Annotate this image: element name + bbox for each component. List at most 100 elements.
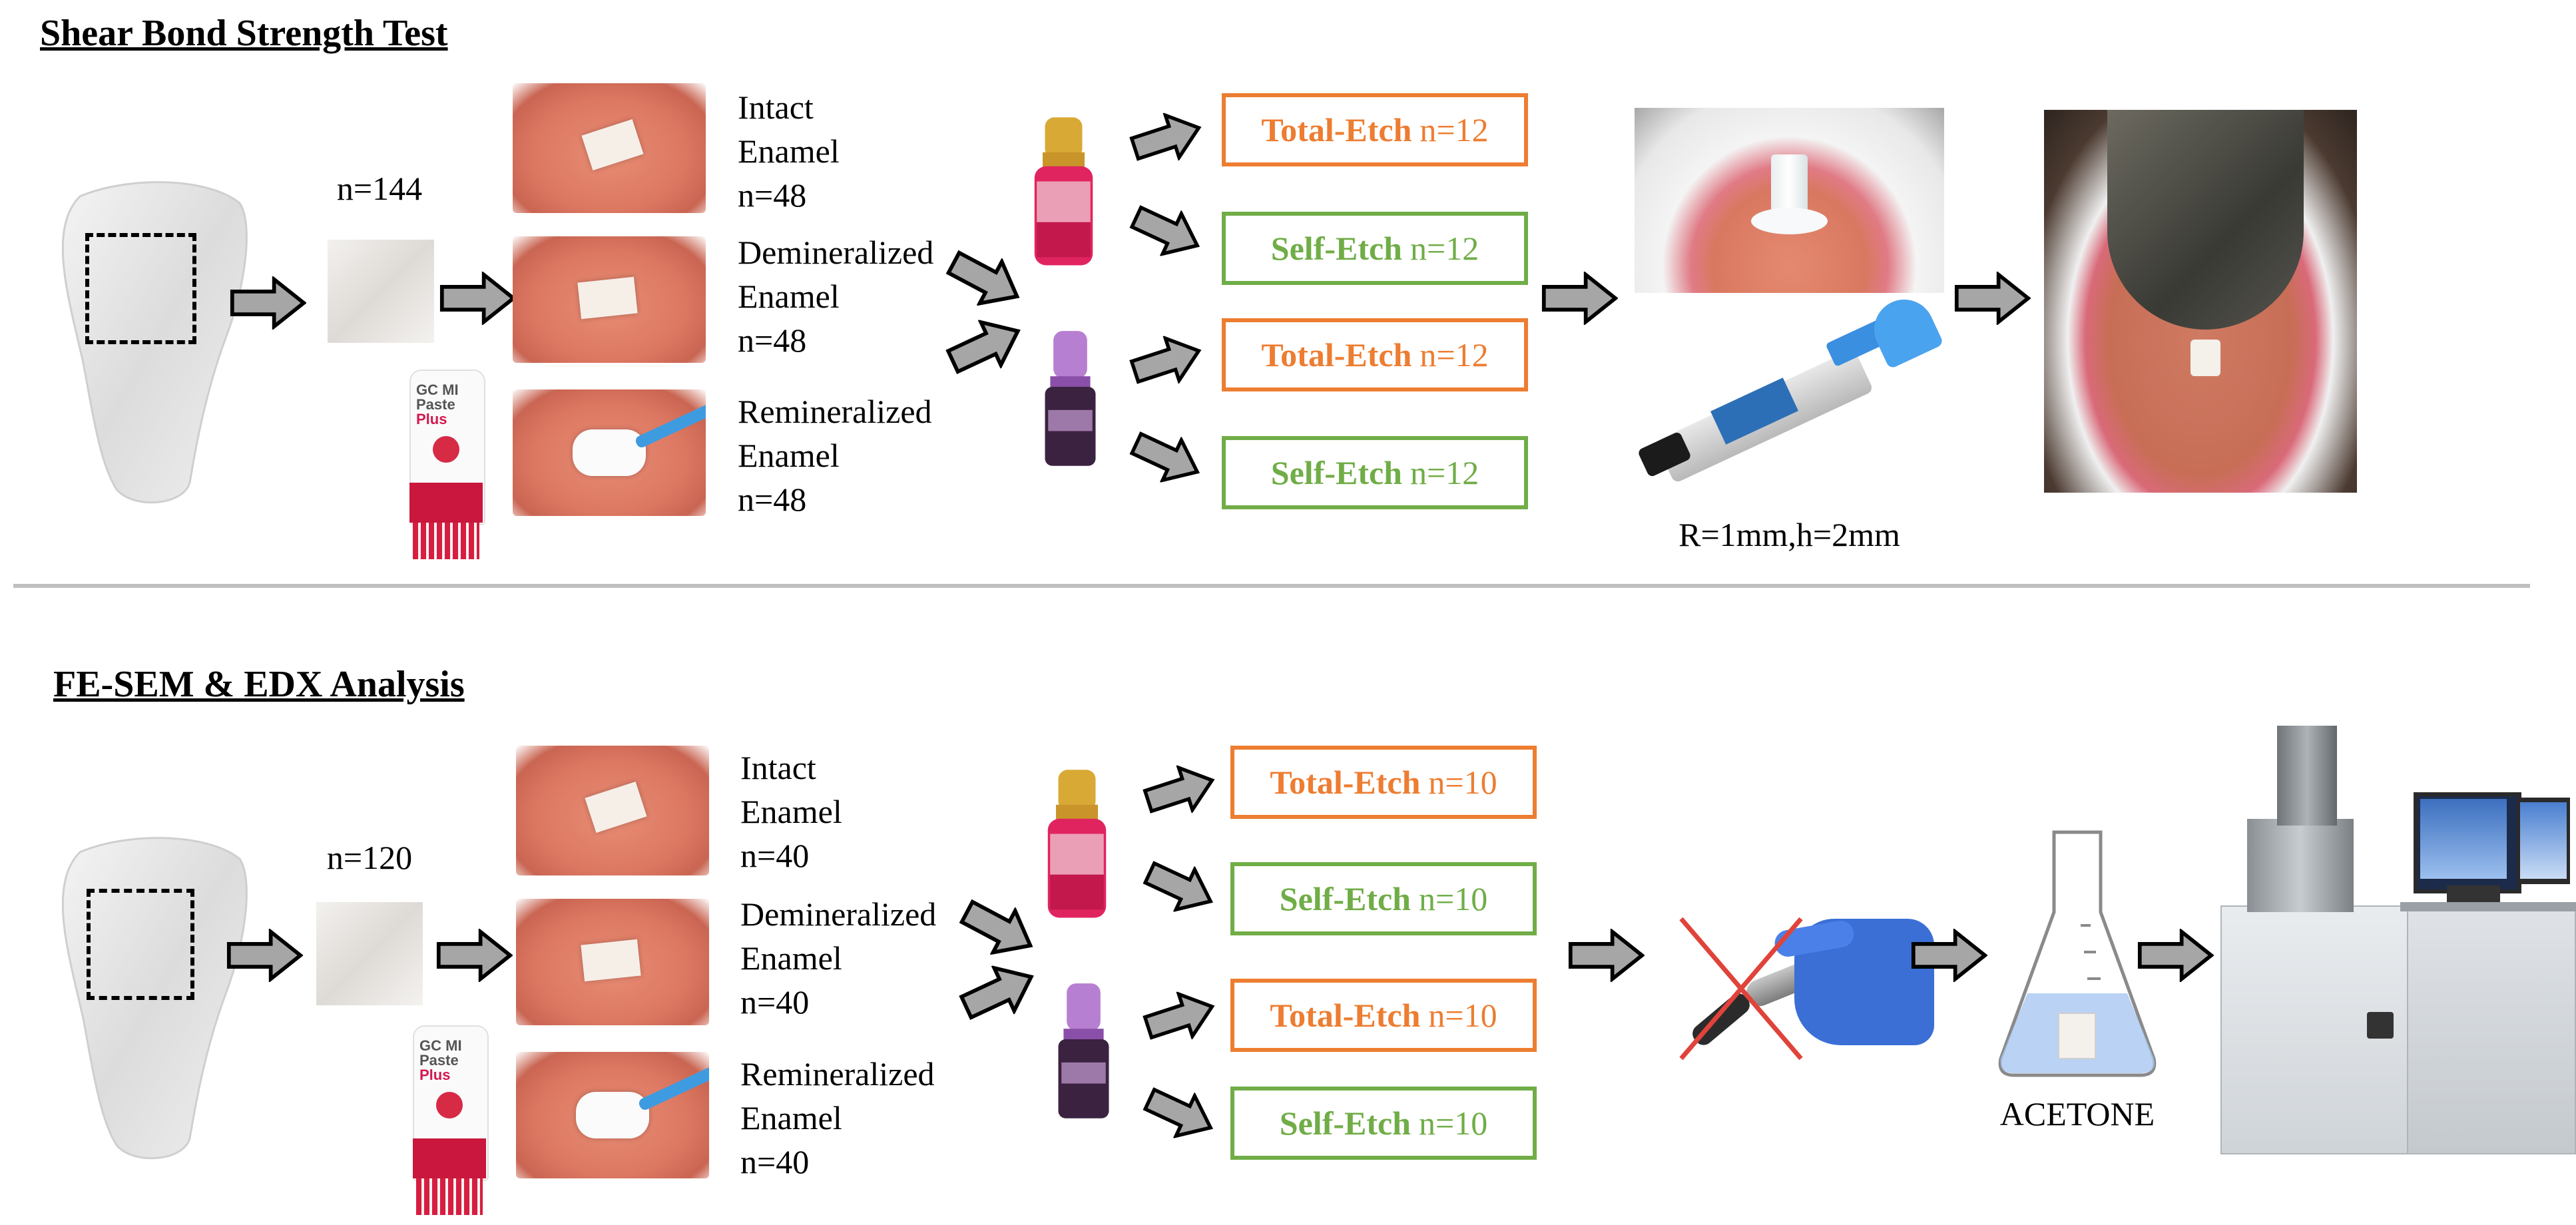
group-name: Intact <box>740 749 816 786</box>
remineralized-enamel-photo <box>516 1052 709 1178</box>
flow-arrow <box>230 276 306 330</box>
flow-arrow <box>951 951 1047 1033</box>
box-count: n=12 <box>1419 111 1489 148</box>
section-divider <box>13 584 2530 588</box>
flow-arrow <box>1136 981 1224 1053</box>
tube-variant-text: Plus <box>416 411 447 427</box>
box-count: n=10 <box>1419 880 1488 917</box>
demineralized-enamel-photo <box>516 899 709 1025</box>
group-count: n=48 <box>738 481 807 518</box>
remineralized-enamel-photo <box>513 389 706 516</box>
box-label: Self-Etch <box>1279 880 1411 917</box>
composite-cylinder-photo <box>1635 108 1944 294</box>
group-type: Enamel <box>738 132 840 170</box>
remineralized-enamel-label: Remineralized Enamel n=48 <box>738 389 932 521</box>
flow-arrow <box>937 238 1033 322</box>
flow-arrow <box>1568 929 1645 982</box>
tube-product-text: Paste <box>419 1052 459 1069</box>
flow-arrow <box>1123 326 1211 397</box>
flow-arrow <box>951 887 1047 971</box>
flow-arrow <box>436 929 513 982</box>
flow-arrow <box>1122 192 1212 270</box>
flow-arrow <box>1911 929 1987 982</box>
group-type: Enamel <box>740 793 842 830</box>
total-count: n=120 <box>326 839 413 876</box>
flow-arrow <box>1136 755 1224 826</box>
flow-arrow <box>1541 272 1618 325</box>
group-count: n=40 <box>740 1143 810 1180</box>
demineralized-enamel-photo <box>513 236 706 363</box>
box-count: n=10 <box>1428 764 1497 801</box>
box-label: Total-Etch <box>1270 997 1421 1034</box>
flow-arrow <box>226 929 303 982</box>
paste-tube-image: GC MI Paste Plus <box>409 369 485 563</box>
box-count: n=10 <box>1419 1104 1488 1142</box>
section2-title: FE-SEM & EDX Analysis <box>53 664 465 705</box>
intact-enamel-label: Intact Enamel n=40 <box>740 746 842 877</box>
group-type: Enamel <box>740 1099 842 1136</box>
intact-enamel-photo <box>516 746 709 875</box>
composite-syringe-photo <box>1635 293 1944 486</box>
specimen-dimension-label: R=1mm,h=2mm <box>1678 516 1900 553</box>
box-label: Self-Etch <box>1270 454 1402 491</box>
flow-arrow <box>1123 103 1211 174</box>
flow-arrow <box>1135 848 1226 926</box>
group-type: Enamel <box>738 278 840 315</box>
enamel-block-image <box>328 240 434 343</box>
box-count: n=12 <box>1410 230 1479 267</box>
flow-arrow <box>1954 272 2031 325</box>
no-light-curing-illustration <box>1661 832 1941 1165</box>
box-count: n=10 <box>1428 997 1497 1034</box>
total-etch-adhesive-bottle <box>1029 113 1099 273</box>
flow-arrow <box>2137 929 2214 982</box>
tube-brand-text: GC MI <box>419 1037 462 1054</box>
acetone-label: ACETONE <box>1999 1095 2155 1132</box>
flow-arrow <box>1135 1075 1226 1152</box>
box-count: n=12 <box>1410 454 1479 491</box>
group-type: Enamel <box>740 939 842 977</box>
box-label: Total-Etch <box>1261 336 1412 373</box>
remineralized-enamel-label: Remineralized Enamel n=40 <box>740 1052 935 1184</box>
shear-test-photo <box>2044 110 2357 493</box>
group-count: n=40 <box>740 983 810 1021</box>
demineralized-enamel-label: Demineralized Enamel n=48 <box>738 230 933 362</box>
flow-arrow <box>1122 419 1212 497</box>
box-label: Total-Etch <box>1270 764 1421 801</box>
acetone-flask-image <box>1998 830 2157 1077</box>
group-count: n=40 <box>740 837 810 874</box>
group-count: n=48 <box>738 322 807 359</box>
intact-enamel-photo <box>513 83 706 213</box>
demineralized-enamel-label: Demineralized Enamel n=40 <box>740 892 936 1024</box>
group-name: Demineralized <box>738 234 934 271</box>
total-etch-adhesive-bottle <box>1042 766 1112 925</box>
cut-region-outline <box>85 233 196 344</box>
tube-product-text: Paste <box>416 396 455 413</box>
group-name: Remineralized <box>740 1055 935 1093</box>
group-count: n=48 <box>738 176 807 214</box>
tube-brand-text: GC MI <box>416 381 459 398</box>
enamel-block-image <box>316 902 423 1005</box>
total-count: n=144 <box>336 170 423 207</box>
cut-region-outline <box>87 889 194 1000</box>
fe-sem-instrument-image <box>2220 719 2576 1154</box>
section1-title: Shear Bond Strength Test <box>40 13 448 54</box>
self-etch-adhesive-bottle <box>1052 975 1115 1128</box>
group-type: Enamel <box>738 437 840 474</box>
group-name: Intact <box>738 89 814 126</box>
tube-variant-text: Plus <box>419 1067 451 1083</box>
flow-arrow <box>938 305 1033 387</box>
box-label: Self-Etch <box>1279 1104 1411 1142</box>
intact-enamel-label: Intact Enamel n=48 <box>738 85 840 217</box>
box-count: n=12 <box>1419 336 1489 373</box>
box-label: Self-Etch <box>1270 230 1402 267</box>
paste-tube-image: GC MI Paste Plus <box>413 1025 489 1218</box>
flow-arrow <box>439 272 516 325</box>
